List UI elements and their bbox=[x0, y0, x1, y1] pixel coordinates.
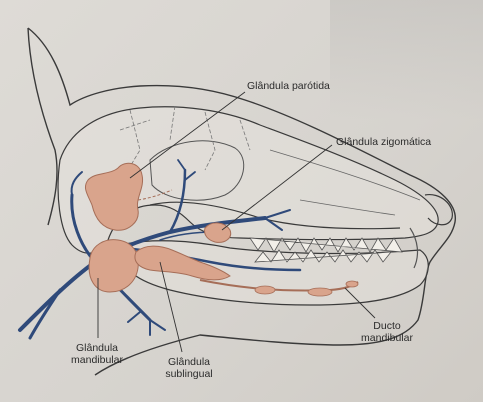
label-mandibular-duct: Ducto mandibular bbox=[352, 320, 422, 344]
label-zygomatic-gland: Glândula zigomática bbox=[336, 136, 431, 148]
label-duct-line1: Ducto bbox=[352, 320, 422, 332]
label-mandibular-line2: mandibular bbox=[62, 354, 132, 366]
label-mandibular-gland: Glândula mandibular bbox=[62, 342, 132, 366]
label-sublingual-line1: Glândula bbox=[154, 356, 224, 368]
mandibular-gland bbox=[89, 240, 138, 292]
label-sublingual-line2: sublingual bbox=[154, 368, 224, 380]
label-parotid-gland: Glândula parótida bbox=[247, 80, 330, 92]
label-sublingual-gland: Glândula sublingual bbox=[154, 356, 224, 380]
label-mandibular-line1: Glândula bbox=[62, 342, 132, 354]
label-duct-line2: mandibular bbox=[352, 332, 422, 344]
